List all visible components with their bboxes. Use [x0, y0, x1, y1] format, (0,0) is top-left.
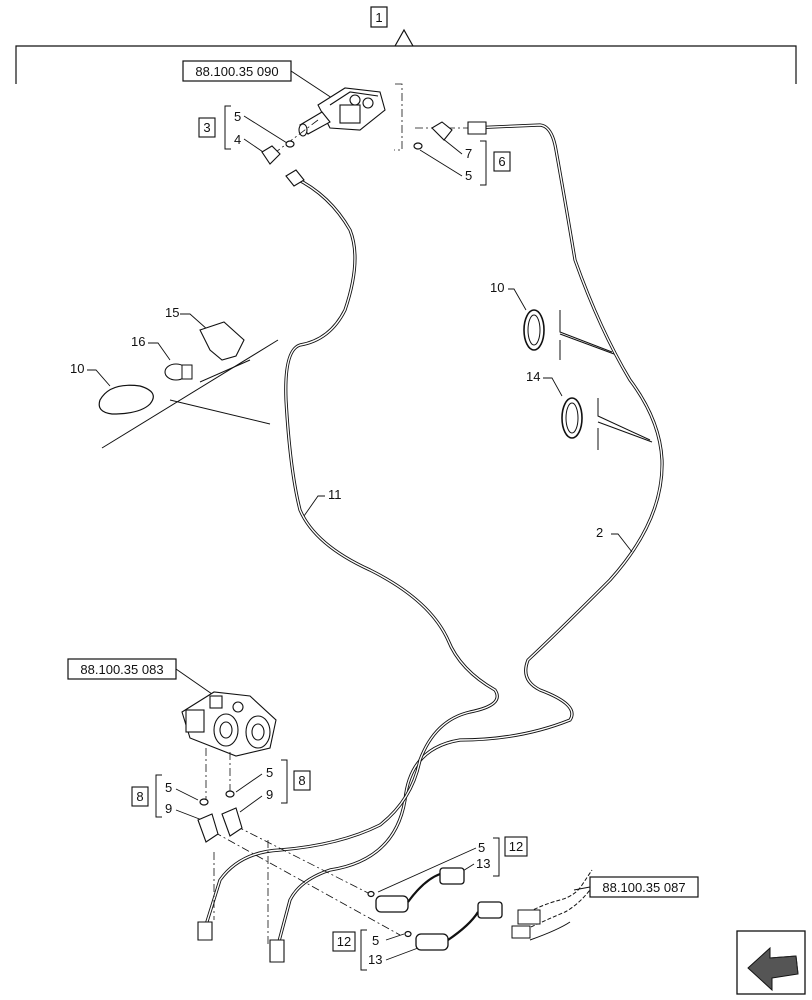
group-6-box[interactable]: 6 — [493, 151, 511, 172]
svg-text:9: 9 — [165, 801, 172, 816]
top-valve — [298, 87, 386, 137]
svg-text:5: 5 — [478, 840, 485, 855]
svg-text:14: 14 — [526, 369, 540, 384]
detail-left: 15 16 10 — [70, 305, 279, 449]
group-8-right-box[interactable]: 8 — [293, 770, 311, 791]
svg-text:6: 6 — [498, 154, 505, 169]
group-6: 6 7 5 — [413, 121, 511, 186]
svg-text:12: 12 — [509, 839, 523, 854]
svg-text:9: 9 — [266, 787, 273, 802]
svg-text:5: 5 — [266, 765, 273, 780]
hose-2 — [276, 123, 664, 947]
svg-text:5: 5 — [165, 780, 172, 795]
svg-text:13: 13 — [368, 952, 382, 967]
ref-box-top[interactable]: 88.100.35 090 — [182, 60, 292, 82]
svg-text:10: 10 — [490, 280, 504, 295]
detail-right: 10 14 — [490, 280, 653, 450]
svg-text:10: 10 — [70, 361, 84, 376]
svg-text:5: 5 — [465, 168, 472, 183]
svg-text:8: 8 — [298, 773, 305, 788]
group-12-upper-box[interactable]: 12 — [504, 836, 528, 857]
svg-text:12: 12 — [337, 934, 351, 949]
assembly-bracket — [15, 28, 797, 84]
group-3-box[interactable]: 3 — [198, 117, 216, 138]
ref-box-right[interactable]: 88.100.35 087 — [589, 876, 699, 898]
svg-text:15: 15 — [165, 305, 179, 320]
svg-text:13: 13 — [476, 856, 490, 871]
svg-text:8: 8 — [136, 789, 143, 804]
svg-text:3: 3 — [203, 120, 210, 135]
svg-text:4: 4 — [234, 132, 241, 147]
svg-text:88.100.35 083: 88.100.35 083 — [80, 662, 163, 677]
group-12-lower: 12 5 13 — [332, 901, 503, 971]
item-1-box[interactable]: 1 — [370, 6, 388, 28]
svg-text:88.100.35 087: 88.100.35 087 — [602, 880, 685, 895]
svg-text:16: 16 — [131, 334, 145, 349]
svg-text:1: 1 — [375, 10, 382, 25]
svg-text:7: 7 — [465, 146, 472, 161]
group-12-lower-box[interactable]: 12 — [332, 931, 356, 952]
svg-text:88.100.35 090: 88.100.35 090 — [195, 64, 278, 79]
group-12-upper: 12 5 13 — [367, 836, 528, 913]
svg-text:2: 2 — [596, 525, 603, 540]
svg-text:5: 5 — [372, 933, 379, 948]
group-3: 3 5 4 — [198, 105, 295, 165]
mid-valve — [181, 691, 277, 757]
wiring-harness — [511, 869, 593, 941]
group-8-left-box[interactable]: 8 — [131, 786, 149, 807]
group-8-left: 8 5 9 — [131, 774, 219, 843]
group-8-right: 8 5 9 — [221, 759, 311, 837]
previous-page-arrow-icon[interactable] — [736, 930, 806, 995]
svg-text:5: 5 — [234, 109, 241, 124]
ref-box-mid[interactable]: 88.100.35 083 — [67, 658, 177, 680]
svg-text:11: 11 — [328, 487, 342, 502]
